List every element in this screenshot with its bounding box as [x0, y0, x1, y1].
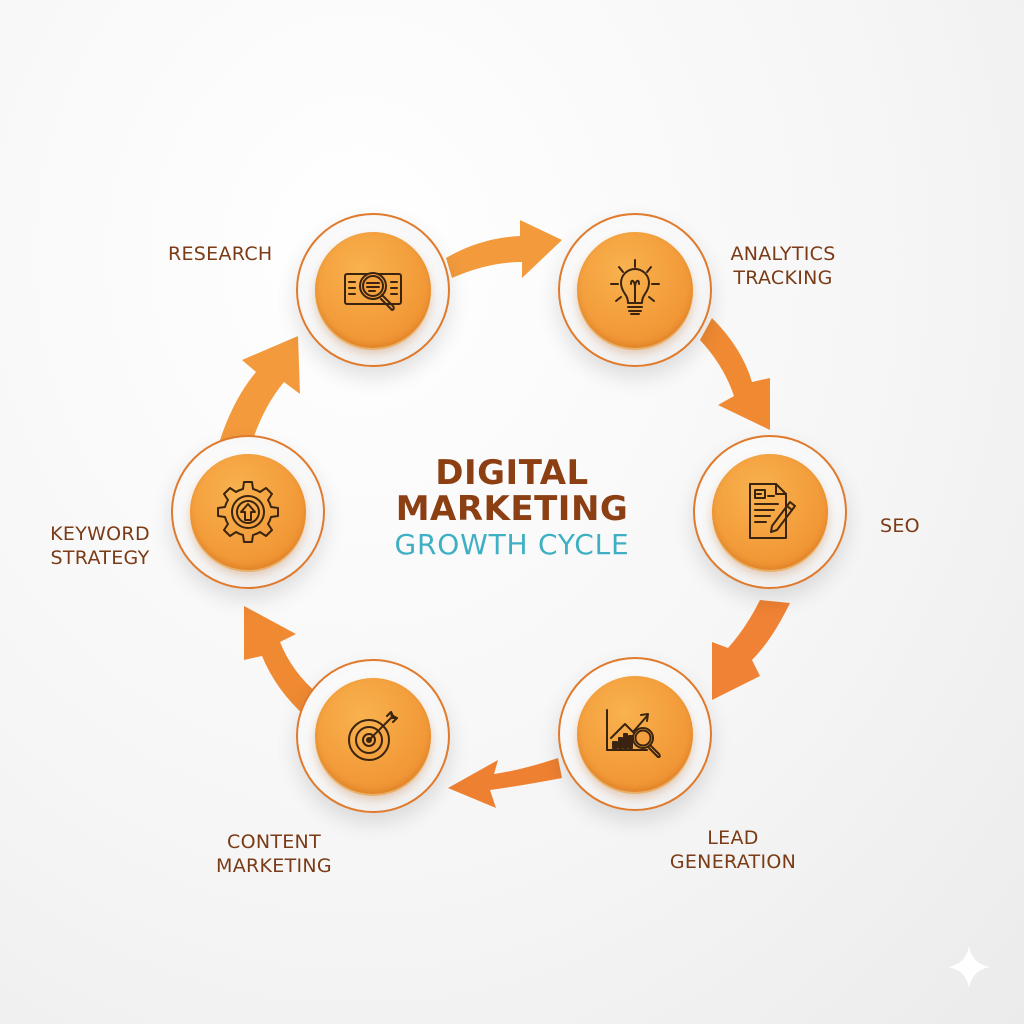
- title-line-2: MARKETING: [395, 489, 629, 529]
- label-lead-generation: LEAD GENERATION: [669, 827, 797, 873]
- node-disk: [315, 678, 431, 794]
- arrow-lead-to-content: [448, 758, 562, 808]
- arrow-analytics-to-seo: [700, 318, 770, 430]
- node-disk: [712, 454, 828, 570]
- node-disk: [577, 676, 693, 792]
- node-disk: [190, 454, 306, 570]
- node-analytics-tracking: [558, 213, 712, 367]
- gear-arrow-up-icon: [217, 481, 279, 543]
- node-disk: [315, 232, 431, 348]
- arrow-research-to-analytics: [446, 220, 562, 278]
- document-search-icon: [344, 272, 402, 311]
- label-keyword-strategy: KEYWORD STRATEGY: [50, 523, 150, 569]
- node-research: [296, 213, 450, 367]
- document-pencil-icon: [749, 483, 796, 539]
- subtitle: GROWTH CYCLE: [394, 528, 630, 561]
- diagram-title: DIGITAL MARKETING GROWTH CYCLE: [394, 455, 629, 563]
- arrow-seo-to-lead: [712, 600, 790, 700]
- node-seo: [693, 435, 847, 589]
- chart-magnifier-icon: [606, 709, 661, 758]
- node-keyword-strategy: [171, 435, 325, 589]
- label-analytics-tracking: ANALYTICS TRACKING: [730, 243, 836, 289]
- sparkle-icon: [948, 946, 990, 988]
- arrow-content-to-keyword: [244, 606, 318, 716]
- label-content-marketing: CONTENT MARKETING: [216, 831, 332, 877]
- label-research: RESEARCH: [168, 243, 273, 265]
- lightbulb-icon: [610, 259, 660, 315]
- target-arrow-icon: [348, 711, 398, 761]
- node-disk: [577, 232, 693, 348]
- title-line-1: DIGITAL: [435, 453, 589, 493]
- node-content-marketing: [296, 659, 450, 813]
- arrow-keyword-to-research: [220, 336, 300, 442]
- node-lead-generation: [558, 657, 712, 811]
- label-seo: SEO: [880, 515, 920, 537]
